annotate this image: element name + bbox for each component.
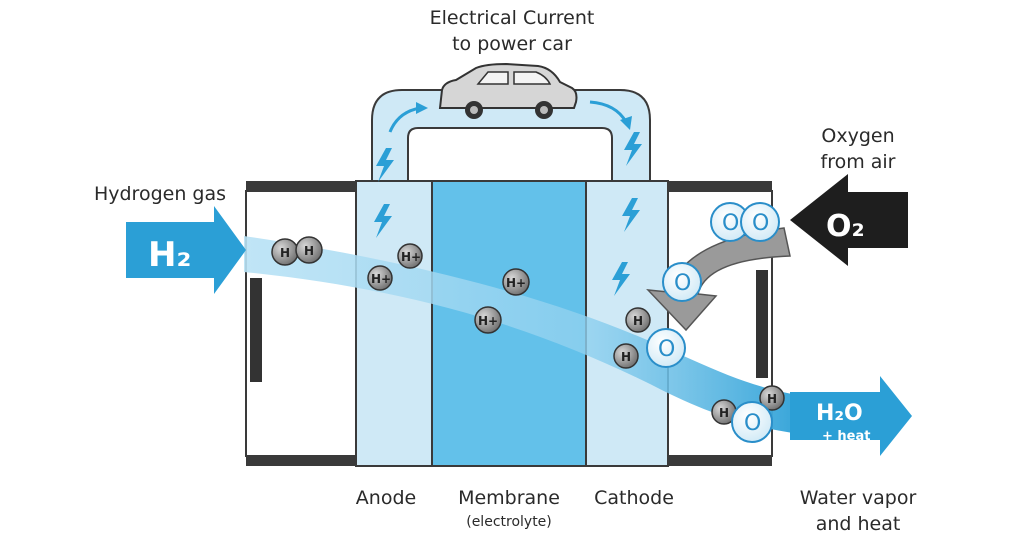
oxygen-label-line1: Oxygen: [821, 125, 894, 147]
hydrogen-atom: H: [625, 307, 651, 333]
water-label-line1: Water vapor: [800, 487, 917, 509]
hydrogen-ion: H+: [474, 306, 502, 334]
h-ion-label: H+: [506, 276, 526, 290]
hydrogen-ion: H+: [502, 268, 530, 296]
o-atom-label: O: [658, 337, 675, 362]
h-atom-label: H: [304, 244, 314, 258]
current-label-line2: to power car: [452, 33, 572, 55]
lightning-icon: [376, 148, 394, 182]
h-atom-label: H: [621, 350, 631, 364]
oxygen-molecule: O O: [710, 202, 780, 242]
anode-label: Anode: [356, 487, 416, 509]
current-loop: [371, 89, 651, 296]
water-label-line2: and heat: [816, 513, 901, 535]
h-atom-label: H: [280, 246, 290, 260]
electrolyte-label: (electrolyte): [466, 514, 552, 530]
cathode-label: Cathode: [594, 487, 674, 509]
lightning-icon: [374, 204, 392, 238]
h-ion-label: H+: [478, 314, 498, 328]
heat-label: + heat: [822, 429, 870, 444]
particles: H H H+ H+ H+ H+ H H: [271, 202, 785, 443]
right-plate: [756, 270, 768, 378]
h2o-arrow-label: H₂O: [816, 401, 863, 426]
anode-panel: [355, 180, 433, 467]
lightning-icon: [612, 262, 630, 296]
lightning-icon: [622, 198, 640, 232]
h-ion-label: H+: [401, 250, 421, 264]
lightning-icon: [624, 132, 642, 166]
o-atom-label: O: [752, 211, 769, 236]
o-atom-label: O: [722, 211, 739, 236]
h-atom-label: H: [719, 406, 729, 420]
hydrogen-gas-label: Hydrogen gas: [94, 183, 226, 205]
h-atom-label: H: [767, 392, 777, 406]
hydrogen-ion: H+: [397, 243, 423, 269]
left-plate: [250, 278, 262, 382]
h2-input-arrow: H₂: [126, 206, 246, 294]
oxygen-atom: O: [662, 262, 702, 302]
o2-arrow-label: O₂: [826, 209, 865, 244]
hydrogen-ion: H+: [367, 265, 393, 291]
car-icon: [438, 62, 578, 119]
oxygen-label-line2: from air: [821, 151, 896, 173]
o2-input-arrow: O₂: [790, 174, 908, 266]
o-atom-label: O: [674, 271, 691, 296]
h2-arrow-label: H₂: [148, 235, 191, 275]
h-atom-label: H: [633, 314, 643, 328]
h2o-output-arrow: H₂O + heat: [790, 376, 912, 456]
h-ion-label: H+: [371, 272, 391, 286]
oxygen-atom: O: [646, 328, 686, 368]
hydrogen-molecule: H H: [271, 236, 323, 266]
membrane-label: Membrane: [458, 487, 560, 509]
current-label-line1: Electrical Current: [430, 7, 595, 29]
hydrogen-atom: H: [613, 343, 639, 369]
o-atom-label: O: [744, 411, 761, 436]
water-molecule: H H O: [711, 385, 785, 443]
